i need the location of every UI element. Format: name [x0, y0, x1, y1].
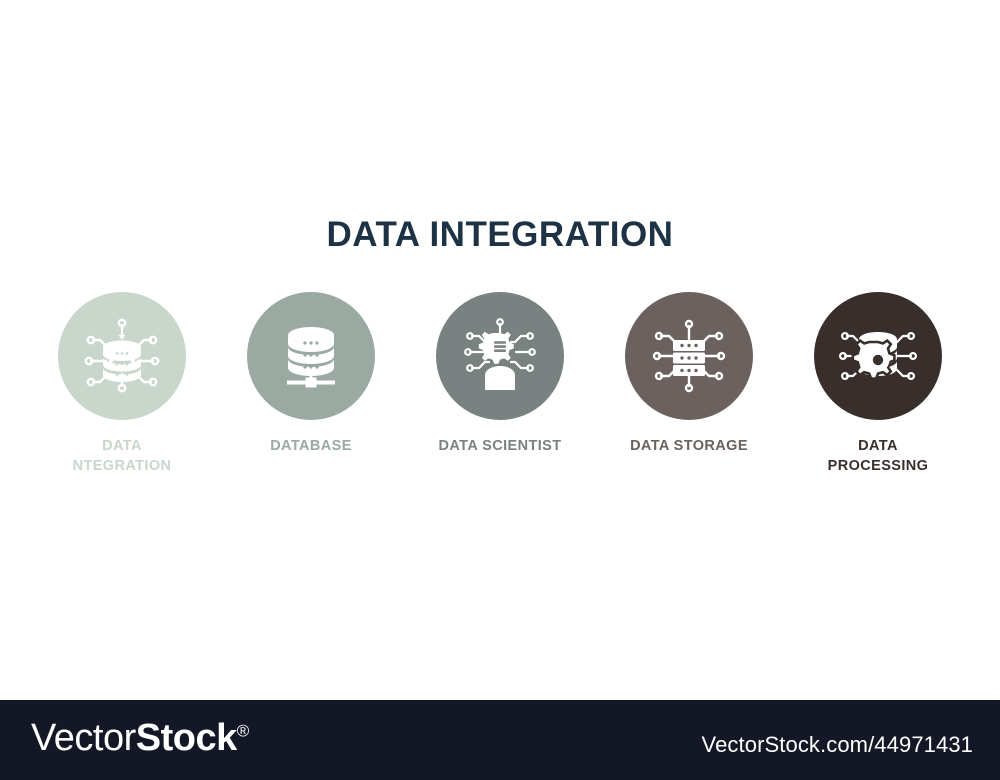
step-item-data-processing[interactable]: DATA PROCESSING	[784, 292, 972, 476]
vectorstock-logo: VectorStock®	[31, 719, 249, 757]
watermark-footer: VectorStock® VectorStock.com/44971431	[0, 700, 1000, 780]
server-rack-network-icon	[647, 314, 731, 398]
step-circle-3[interactable]	[436, 292, 564, 420]
step-label-2: DATABASE	[270, 438, 352, 454]
step-item-data-storage[interactable]: DATA STORAGE	[595, 292, 783, 456]
logo-text-bold: Stock	[135, 717, 237, 759]
database-stand-icon	[269, 314, 353, 398]
step-circle-1[interactable]	[58, 292, 186, 420]
step-label-5: DATA PROCESSING	[827, 438, 929, 474]
step-item-data-integration[interactable]: DATA NTEGRATION	[28, 292, 216, 476]
logo-text-light: Vector	[31, 717, 136, 759]
step-circle-2[interactable]	[247, 292, 375, 420]
database-network-icon	[80, 314, 164, 398]
infographic-canvas: DATA INTEGRATION	[28, 215, 972, 492]
step-circle-4[interactable]	[625, 292, 753, 420]
vectorstock-url: VectorStock.com/44971431	[701, 732, 973, 757]
registered-mark-icon: ®	[236, 721, 250, 741]
step-label-3: DATA SCIENTIST	[438, 438, 562, 454]
database-gear-network-icon	[834, 312, 922, 400]
step-label-4: DATA STORAGE	[630, 438, 748, 454]
steps-row: DATA NTEGRATION	[28, 292, 972, 492]
step-item-data-scientist[interactable]: DATA SCIENTIST	[406, 292, 594, 456]
page-title: DATA INTEGRATION	[326, 215, 674, 254]
step-item-database[interactable]: DATABASE	[217, 292, 405, 456]
step-label-1: DATA NTEGRATION	[72, 438, 172, 474]
step-circle-5[interactable]	[814, 292, 942, 420]
gear-person-network-icon	[458, 314, 542, 398]
